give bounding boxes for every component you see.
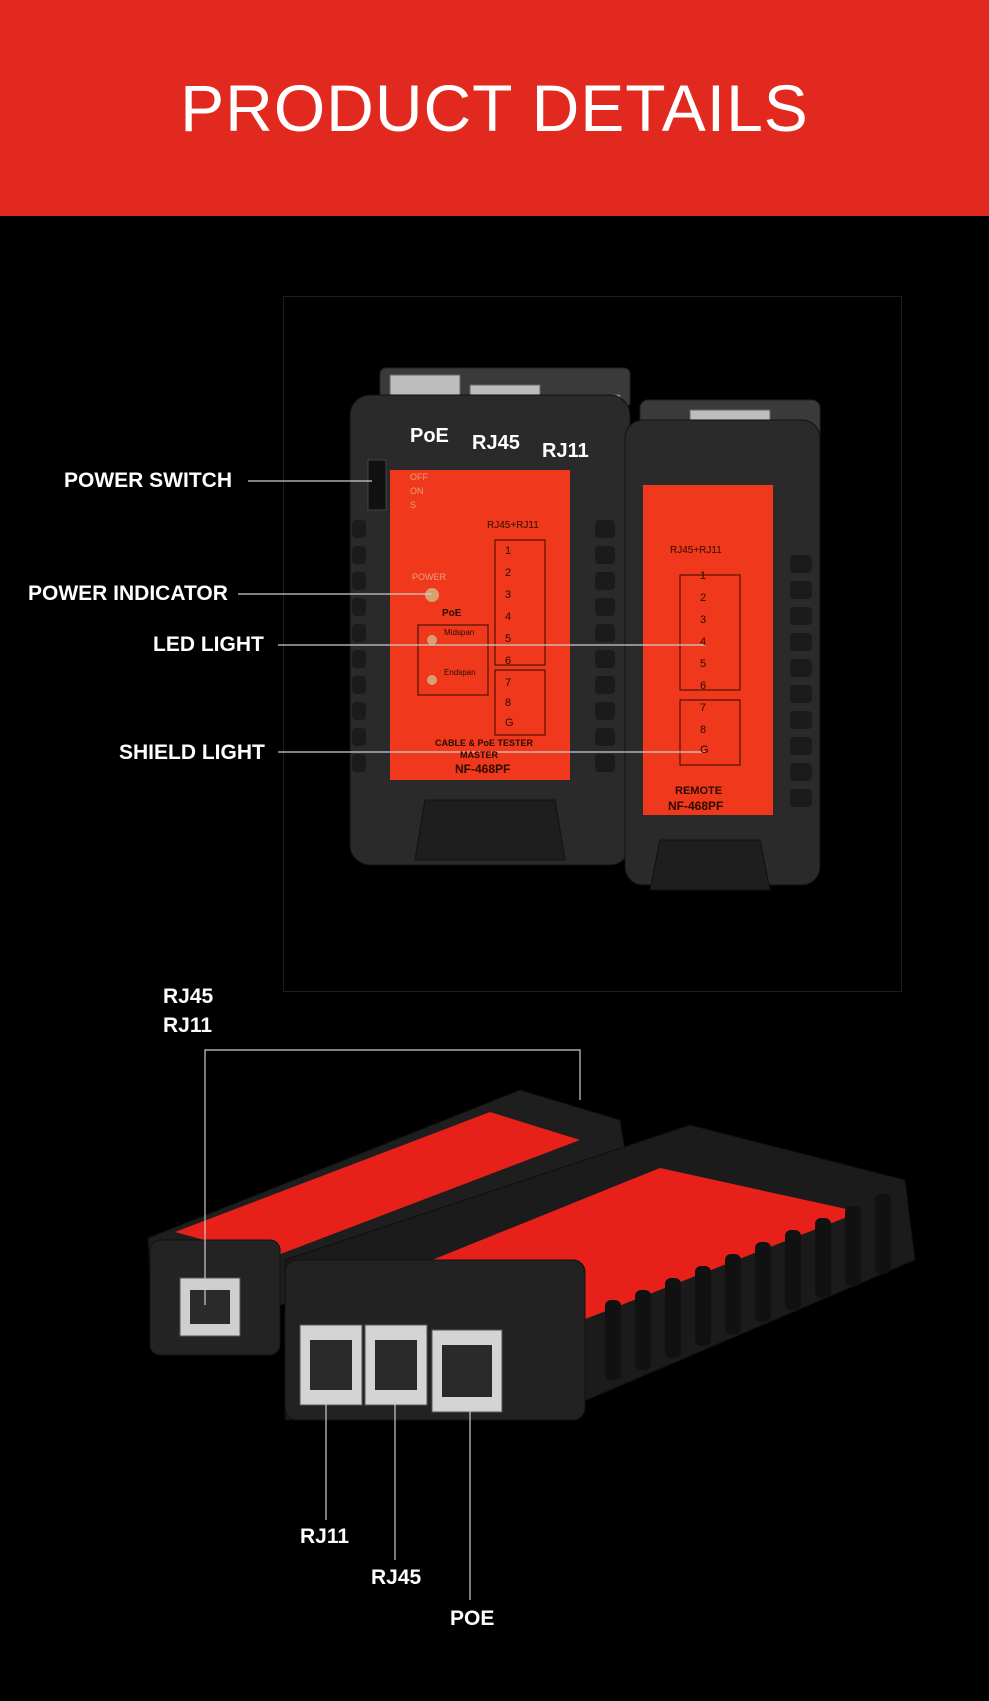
remote-led-4: 4 [700, 636, 707, 648]
remote-led-header: RJ45+RJ11 [670, 545, 722, 556]
callout-led-light: LED LIGHT [153, 633, 264, 656]
callout-lines-bottom [204, 1049, 581, 1600]
remote-led-3: 3 [700, 614, 707, 626]
master-mode-midspan: Midspan [444, 628, 475, 637]
master-led-4: 4 [505, 611, 512, 623]
master-led-g: G [505, 717, 514, 729]
master-switch-s: S [410, 500, 417, 510]
remote-led-8: 8 [700, 724, 707, 736]
master-model: NF-468PF [455, 762, 511, 776]
master-led-6: 6 [505, 655, 512, 667]
callout-rj11: RJ11 [300, 1525, 350, 1548]
remote-led-2: 2 [700, 592, 707, 604]
remote-model: NF-468PF [668, 799, 724, 813]
callout-rj45: RJ45 [371, 1566, 422, 1589]
master-port-label-rj45: RJ45 [472, 432, 520, 454]
product-photo-frame [283, 296, 902, 992]
master-poe-label: PoE [442, 608, 462, 619]
remote-led-5: 5 [700, 658, 707, 670]
callout-remote-rj11: RJ11 [163, 1014, 213, 1037]
remote-led-6: 6 [700, 680, 707, 692]
callout-power-switch: POWER SWITCH [64, 469, 232, 492]
master-led-8: 8 [505, 697, 512, 709]
callout-poe: POE [450, 1607, 495, 1630]
master-port-label-poe: PoE [410, 425, 449, 447]
title-banner: PRODUCT DETAILS [0, 0, 989, 216]
remote-name: REMOTE [675, 785, 723, 797]
callout-remote-rj45: RJ45 [163, 985, 214, 1008]
master-led-5: 5 [505, 633, 512, 645]
master-mode-endspan: Endspan [444, 668, 476, 677]
page-title: PRODUCT DETAILS [180, 71, 809, 145]
master-port-label-rj11: RJ11 [542, 440, 589, 462]
master-led-7: 7 [505, 677, 512, 689]
remote-unit-illustration [624, 399, 821, 891]
master-name: MASTER [460, 750, 498, 760]
callout-lines-top [238, 480, 705, 753]
master-footer: CABLE & PoE TESTER [435, 738, 534, 748]
master-led-header: RJ45+RJ11 [487, 520, 539, 531]
master-led-2: 2 [505, 567, 512, 579]
callout-shield-light: SHIELD LIGHT [119, 741, 265, 764]
master-switch-off: OFF [410, 472, 428, 482]
master-led-1: 1 [505, 545, 512, 557]
remote-led-1: 1 [700, 570, 707, 582]
master-switch-on: ON [410, 486, 424, 496]
master-led-3: 3 [505, 589, 512, 601]
bottom-product-illustration [147, 1089, 916, 1421]
remote-led-7: 7 [700, 702, 707, 714]
master-power-label: POWER [412, 572, 447, 582]
callout-power-indicator: POWER INDICATOR [28, 582, 228, 605]
remote-led-g: G [700, 744, 709, 756]
